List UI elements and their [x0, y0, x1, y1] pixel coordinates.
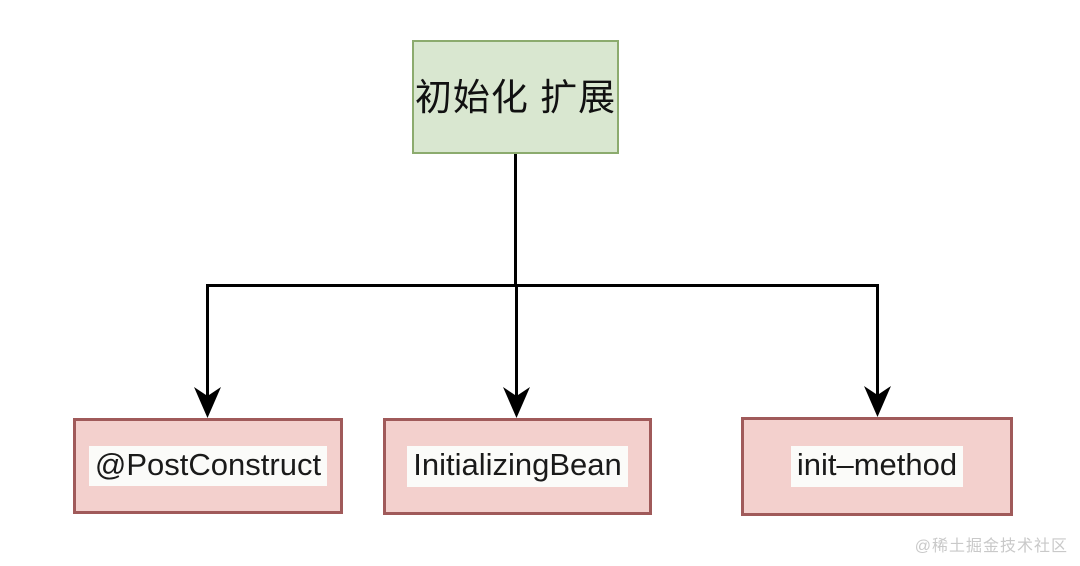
node-leaf-post-construct[interactable]: @PostConstruct	[73, 418, 343, 514]
arrowhead-1	[503, 387, 530, 418]
node-leaf-label: init–method	[790, 446, 964, 487]
arrowhead-2	[864, 386, 891, 417]
node-leaf-init-method[interactable]: init–method	[741, 417, 1013, 516]
node-leaf-initializing-bean[interactable]: InitializingBean	[383, 418, 652, 515]
watermark: @稀土掘金技术社区	[914, 538, 1068, 555]
node-leaf-label: @PostConstruct	[88, 445, 328, 487]
node-leaf-label: InitializingBean	[407, 446, 628, 487]
node-root-label: 初始化 扩展	[414, 76, 617, 118]
arrowhead-0	[194, 387, 221, 418]
node-root-initialization-extension[interactable]: 初始化 扩展	[412, 40, 619, 154]
